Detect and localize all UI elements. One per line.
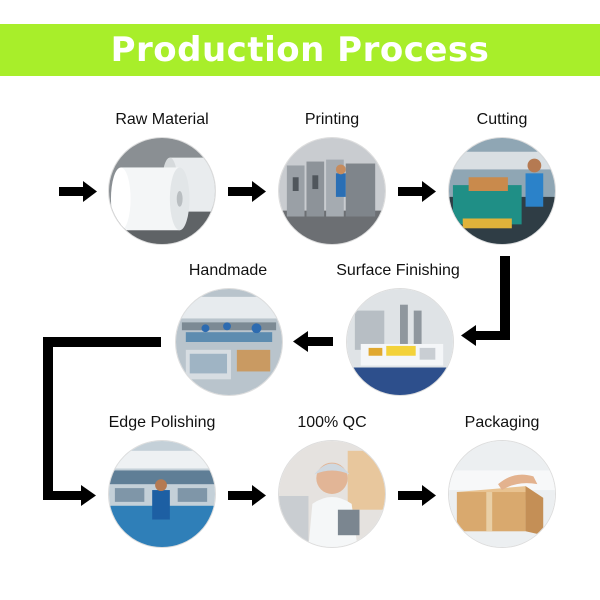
edge-polishing-photo: [108, 440, 216, 548]
title-banner: Production Process: [0, 24, 600, 76]
arrow-raw-to-printing: [228, 181, 266, 202]
arrow-surface-finishing-to-handmade: [293, 331, 333, 352]
packaging-photo: [448, 440, 556, 548]
handmade-workshop-photo: [175, 288, 283, 396]
step-label-handmade: Handmade: [188, 262, 268, 279]
step-label-raw-material: Raw Material: [115, 111, 209, 128]
arrow-printing-to-cutting: [398, 181, 436, 202]
printing-press-photo: [278, 137, 386, 245]
arrow-entry: [59, 181, 97, 202]
step-label-packaging: Packaging: [464, 414, 540, 431]
arrow-qc-to-packaging: [398, 485, 436, 506]
page-title: Production Process: [110, 30, 490, 70]
step-label-cutting: Cutting: [476, 111, 528, 128]
step-label-surface-finishing: Surface Finishing: [336, 262, 460, 279]
step-label-printing: Printing: [304, 111, 360, 128]
paper-roll-photo: [108, 137, 216, 245]
arrow-edge-polishing-to-qc: [228, 485, 266, 506]
quality-control-photo: [278, 440, 386, 548]
surface-finishing-photo: [346, 288, 454, 396]
cutting-machine-photo: [448, 137, 556, 245]
step-label-edge-polishing: Edge Polishing: [108, 414, 216, 431]
step-label-qc: 100% QC: [297, 414, 367, 431]
